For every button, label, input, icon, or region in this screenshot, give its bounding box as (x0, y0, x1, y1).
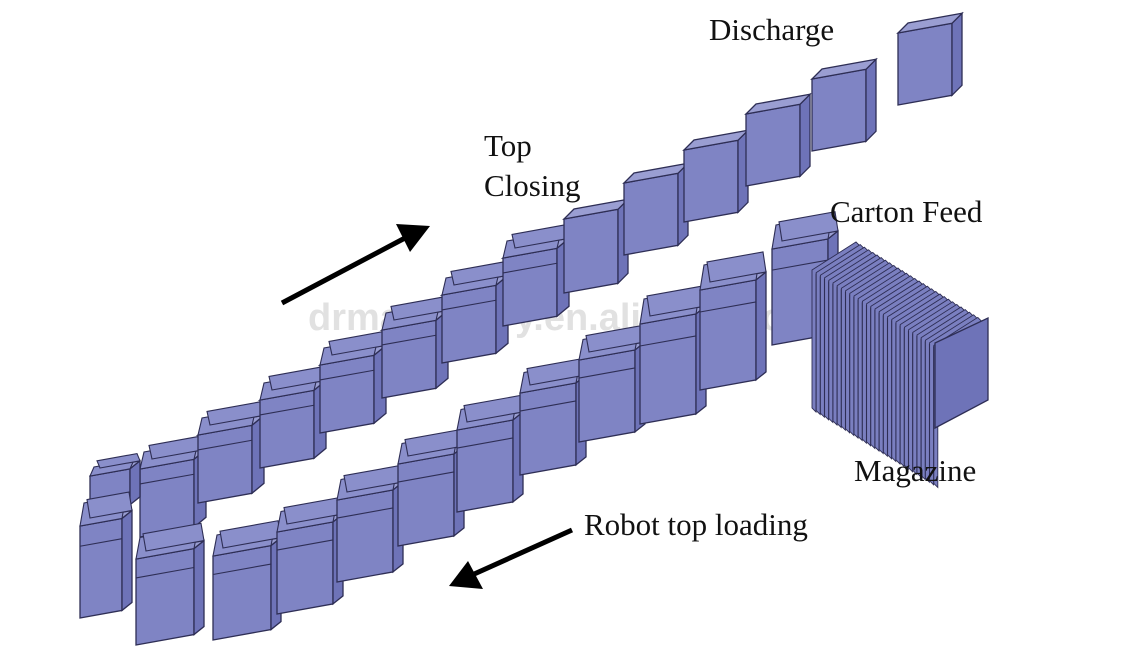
upper-carton-11 (744, 92, 812, 187)
upper-carton-4 (317, 331, 389, 434)
discharge-label: Discharge (709, 12, 834, 47)
upper-conveyor-line (89, 11, 964, 538)
upper-carton-2 (195, 401, 267, 504)
upper-carton-13 (896, 11, 964, 106)
magazine-label: Magazine (854, 453, 976, 488)
lower-carton-2 (212, 520, 282, 641)
top-closing-label-line2: Closing (484, 168, 580, 203)
upper-carton-5 (379, 296, 451, 399)
robot-top-loading-label: Robot top loading (584, 507, 808, 542)
upper-carton-3 (257, 366, 329, 469)
lower-carton-7 (519, 357, 587, 476)
lower-carton-1 (135, 522, 205, 646)
carton-magazine (811, 241, 989, 489)
lower-carton-3 (276, 496, 344, 615)
lower-carton-9 (639, 285, 707, 425)
lower-carton-6 (456, 394, 524, 513)
upper-carton-8 (562, 197, 630, 294)
lower-carton-4 (336, 464, 404, 583)
lower-direction-arrow (449, 527, 574, 589)
upper-carton-9 (622, 161, 690, 256)
corner-carton-lower (79, 491, 133, 619)
upper-carton-10 (682, 128, 750, 223)
upper-direction-arrow (280, 224, 430, 306)
upper-carton-6 (439, 261, 511, 364)
carton-feed-label: Carton Feed (830, 194, 983, 229)
magazine-front-face (934, 316, 989, 430)
top-closing-label-line1: Top (484, 128, 532, 163)
lower-carton-5 (397, 428, 465, 547)
upper-carton-1 (137, 435, 209, 538)
lower-conveyor-line (79, 211, 839, 646)
upper-carton-12 (810, 57, 878, 152)
lower-carton-8 (578, 324, 646, 443)
upper-carton-7 (500, 224, 572, 327)
lower-carton-10 (699, 251, 767, 391)
